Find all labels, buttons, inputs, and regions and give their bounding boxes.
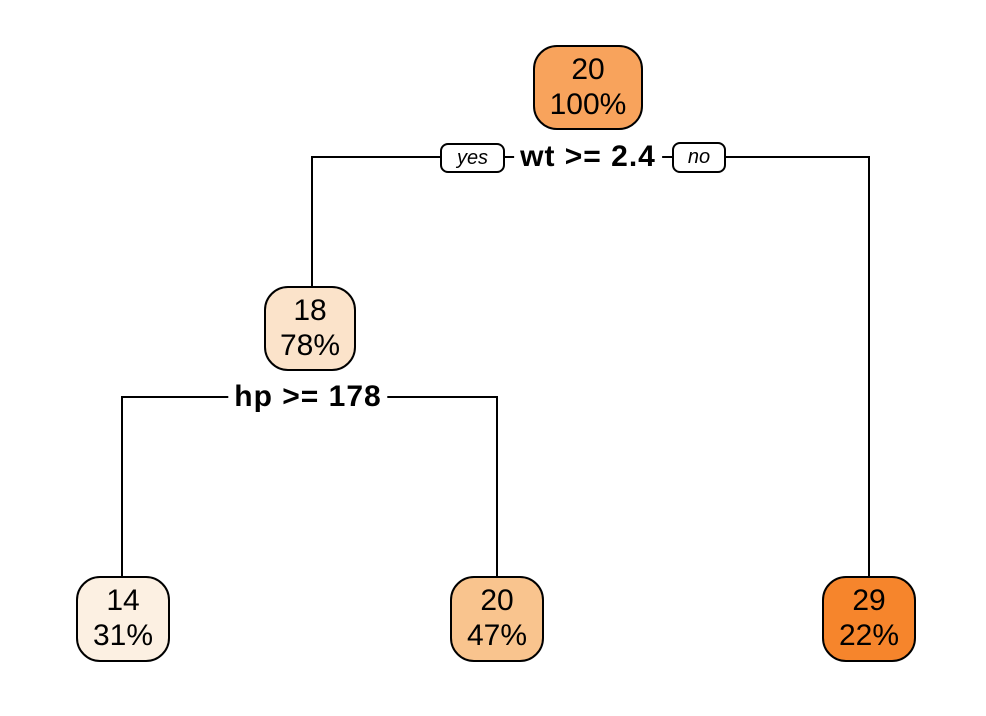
tree-node-leaf-left: 14 31% xyxy=(76,576,170,662)
node-percent: 22% xyxy=(838,619,900,652)
yes-branch-badge: yes xyxy=(440,143,505,173)
tree-node-root: 20 100% xyxy=(533,45,643,130)
no-branch-badge: no xyxy=(672,142,726,173)
node-percent: 100% xyxy=(549,88,627,121)
node-value: 14 xyxy=(106,584,140,617)
branch-line-split2-yes-vertical xyxy=(121,396,123,577)
yes-branch-label: yes xyxy=(456,146,489,169)
node-percent: 47% xyxy=(466,619,528,652)
node-percent: 31% xyxy=(92,619,154,652)
tree-node-leaf-right: 29 22% xyxy=(822,576,916,662)
node-value: 18 xyxy=(293,294,327,327)
node-value: 20 xyxy=(480,584,514,617)
tree-node-leaf-middle: 20 47% xyxy=(450,576,544,662)
node-value: 29 xyxy=(852,584,886,617)
branch-line-split1-no-vertical xyxy=(868,156,870,577)
node-percent: 78% xyxy=(279,329,341,362)
branch-line-split1-yes-vertical xyxy=(311,156,313,287)
split-condition-hp: hp >= 178 xyxy=(228,380,388,414)
tree-node-internal: 18 78% xyxy=(264,286,356,371)
branch-line-split2-no-vertical xyxy=(496,396,498,577)
node-value: 20 xyxy=(571,53,605,86)
split-condition-wt: wt >= 2.4 xyxy=(514,140,662,174)
no-branch-label: no xyxy=(687,146,711,168)
